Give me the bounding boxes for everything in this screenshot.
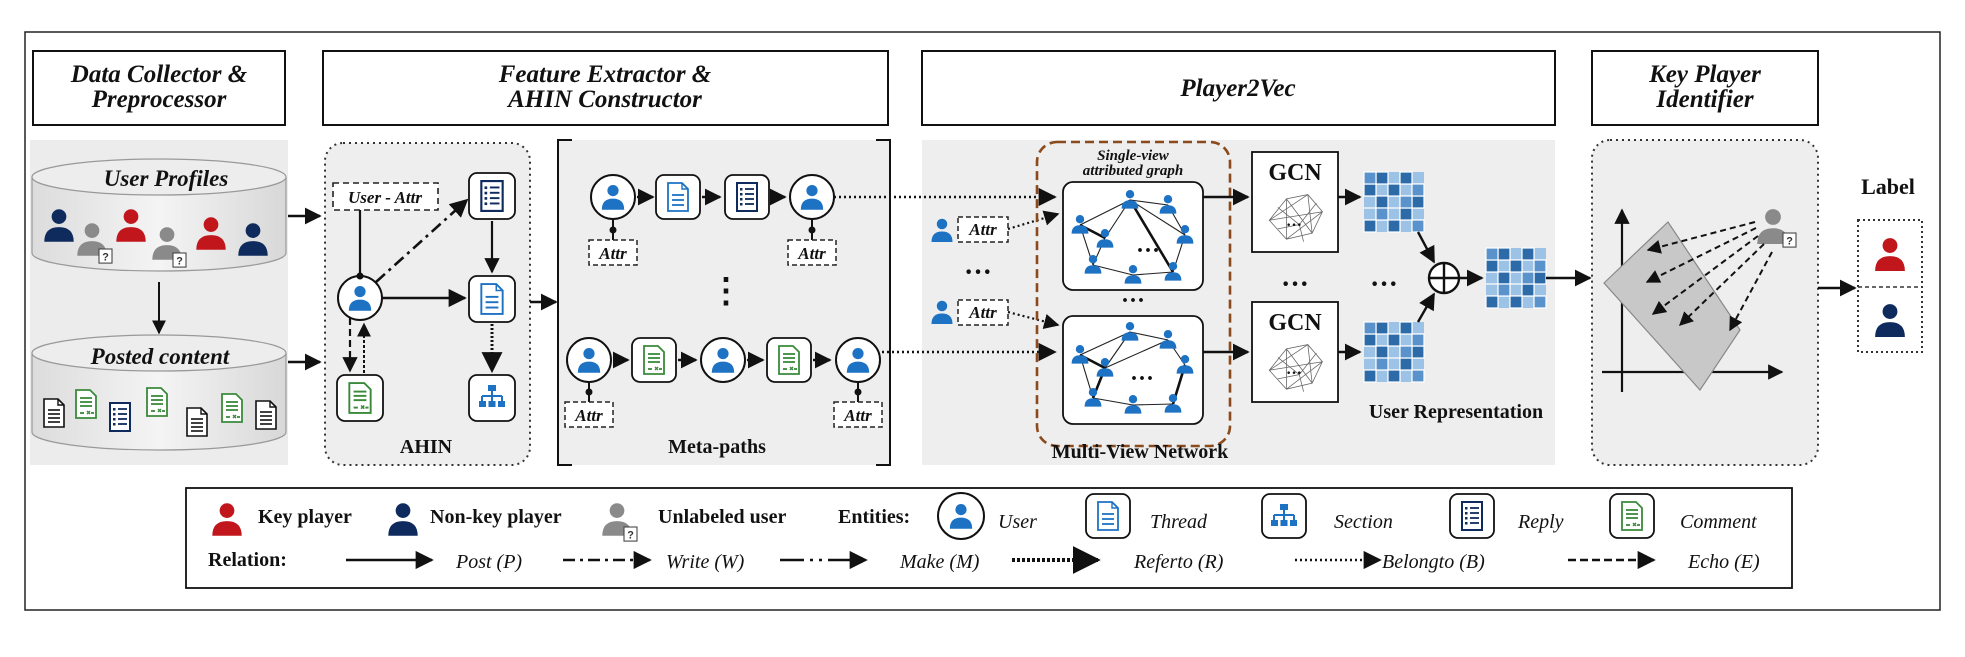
header-extractor-line1: Feature Extractor & xyxy=(498,61,712,88)
gcn-dots-between: ··· xyxy=(1281,269,1309,300)
multiview-attr-top: Attr xyxy=(968,220,997,239)
legend-section: Section xyxy=(1334,511,1393,533)
posted-content-label: Posted content xyxy=(90,344,230,369)
single-view-line2: attributed graph xyxy=(1083,163,1183,179)
meta-paths-vdots: ⋮ xyxy=(709,273,743,310)
legend-entities: Entities: xyxy=(838,506,910,528)
user-profiles-label: User Profiles xyxy=(104,166,229,191)
ahin-thread-icon xyxy=(480,283,504,315)
single-view-graph-bottom: ··· xyxy=(1062,315,1204,425)
legend-referto: Referto (R) xyxy=(1133,551,1224,573)
graph-top-dots: ··· xyxy=(1136,238,1160,264)
legend-user: User xyxy=(998,511,1037,533)
multi-view-network-label: Multi-View Network xyxy=(1052,441,1229,463)
gcn-bottom-label: GCN xyxy=(1268,310,1322,336)
label-title: Label xyxy=(1861,174,1915,199)
gcn-block-bottom: GCN ··· xyxy=(1251,301,1339,403)
user-attr-label: User - Attr xyxy=(348,188,422,207)
single-view-graph-top: ··· xyxy=(1062,181,1204,291)
fusion-plus-icon xyxy=(1427,261,1461,295)
ahin-label: AHIN xyxy=(400,436,453,458)
legend-reply-icon xyxy=(1460,500,1484,532)
header-identifier-line1: Key Player xyxy=(1648,61,1761,88)
legend: Key player Non-key player Unlabeled user… xyxy=(185,487,1793,589)
user-representation-matrix xyxy=(1485,247,1547,309)
legend-echo: Echo (E) xyxy=(1687,551,1760,573)
user-profiles-database: User Profiles xyxy=(31,158,287,272)
header-key-player-identifier: Key Player Identifier xyxy=(1591,50,1819,126)
legend-relation: Relation: xyxy=(208,549,287,571)
ahin-panel: User - Attr AHIN xyxy=(324,142,531,466)
label-output-box xyxy=(1857,219,1923,353)
single-view-line1: Single-view xyxy=(1097,148,1170,164)
ahin-reply-icon xyxy=(480,179,504,213)
user-representation-label: User Representation xyxy=(1369,401,1543,423)
multi-view-panel: Attr ··· Attr Single-view attributed gra… xyxy=(834,140,1555,465)
collector-panel: User Profiles Posted content xyxy=(30,140,288,465)
embedding-matrix-top xyxy=(1363,171,1425,233)
legend-thread: Thread xyxy=(1150,511,1208,533)
header-extractor-line2: AHIN Constructor xyxy=(506,86,702,113)
meta-path-1-attr-right: Attr xyxy=(797,244,826,263)
legend-belongto: Belongto (B) xyxy=(1382,551,1485,573)
meta-path-2-attr-right: Attr xyxy=(843,406,872,425)
matrix-dots-between: ··· xyxy=(1370,269,1398,300)
meta-path-2: Attr Attr xyxy=(564,337,883,428)
legend-thread-icon xyxy=(1097,501,1119,531)
legend-make: Make (M) xyxy=(899,551,980,573)
legend-key-player: Key player xyxy=(258,506,352,528)
header-collector-line2: Preprocessor xyxy=(91,86,227,113)
gcn-top-label: GCN xyxy=(1268,160,1322,186)
header-player2vec: Player2Vec xyxy=(921,50,1556,126)
multiview-attr-bottom: Attr xyxy=(968,303,997,322)
header-collector-line1: Data Collector & xyxy=(70,61,248,88)
graph-bottom-dots: ··· xyxy=(1130,366,1154,392)
meta-paths-panel: Attr Attr ⋮ Attr Attr xyxy=(557,139,891,466)
gcn-bottom-dots: ··· xyxy=(1286,365,1302,382)
posted-content-database: Posted content xyxy=(31,334,287,451)
header-identifier-line2: Identifier xyxy=(1655,86,1753,113)
legend-comment: Comment xyxy=(1680,511,1757,533)
legend-unlabeled: Unlabeled user xyxy=(658,506,786,528)
multiview-dots-left: ··· xyxy=(964,257,992,288)
ahin-comment-icon xyxy=(348,382,372,414)
multiview-dots-middle: ··· xyxy=(1121,288,1145,314)
gcn-top-dots: ··· xyxy=(1286,217,1302,234)
legend-comment-icon xyxy=(1621,501,1643,531)
legend-post: Post (P) xyxy=(455,551,522,573)
meta-path-1: Attr Attr xyxy=(588,174,837,266)
header-feature-extractor: Feature Extractor & AHIN Constructor xyxy=(322,50,889,126)
identifier-panel xyxy=(1591,139,1819,466)
gcn-block-top: GCN ··· xyxy=(1251,151,1339,253)
legend-non-key-player: Non-key player xyxy=(430,506,562,528)
meta-path-2-attr-left: Attr xyxy=(574,406,603,425)
legend-write: Write (W) xyxy=(666,551,745,573)
header-data-collector: Data Collector & Preprocessor xyxy=(32,50,286,126)
meta-paths-label: Meta-paths xyxy=(668,436,766,458)
legend-reply: Reply xyxy=(1517,511,1564,533)
embedding-matrix-bottom xyxy=(1363,321,1425,383)
header-player2vec-title: Player2Vec xyxy=(1179,75,1295,102)
meta-path-1-attr-left: Attr xyxy=(598,244,627,263)
